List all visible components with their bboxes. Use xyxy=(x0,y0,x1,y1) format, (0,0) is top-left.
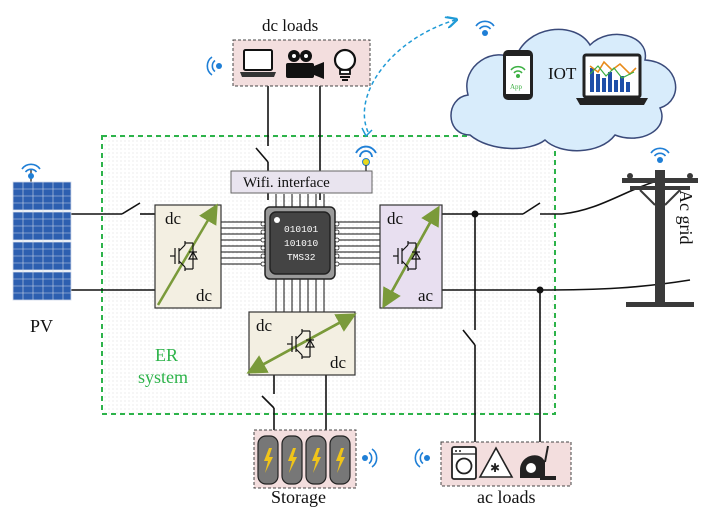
storage-dc-dc-converter xyxy=(246,311,357,376)
pv-panel xyxy=(12,170,72,301)
chip-text-line3: TMS32 xyxy=(287,252,316,263)
storage-converter-top-label: dc xyxy=(256,316,273,335)
grid-converter-bottom-label: ac xyxy=(418,286,434,305)
grid-converter-top-label: dc xyxy=(387,209,404,228)
air-conditioner-icon: ✱ xyxy=(478,446,514,478)
light-bulb-icon xyxy=(333,48,357,81)
pv-converter-bottom-label: dc xyxy=(196,286,213,305)
storage-label: Storage xyxy=(271,487,326,507)
wifi-icon xyxy=(414,448,431,468)
chip-text-line2: 101010 xyxy=(284,238,319,249)
pv-converter-top-label: dc xyxy=(165,209,182,228)
laptop-icon xyxy=(240,49,276,77)
ac-loads-box: ✱ xyxy=(440,441,572,487)
wifi-icon xyxy=(650,147,670,164)
storage-converter-bottom-label: dc xyxy=(330,353,347,372)
wireless-link-arrow xyxy=(363,20,455,133)
vacuum-cleaner-icon xyxy=(520,445,556,480)
svg-text:✱: ✱ xyxy=(490,461,500,475)
pv-label: PV xyxy=(30,316,53,336)
grid-dc-ac-converter xyxy=(379,204,443,309)
utility-pole-icon xyxy=(622,170,698,307)
wifi-icon xyxy=(361,448,378,468)
tms32-controller-chip xyxy=(260,206,340,280)
router-antenna-icon xyxy=(355,145,377,171)
ac-grid-label: Ac grid xyxy=(676,190,696,244)
wifi-interface-label: Wifi. interface xyxy=(243,175,330,191)
junction-node xyxy=(471,210,479,218)
iot-label: IOT xyxy=(548,64,577,83)
wifi-icon xyxy=(475,20,495,37)
wifi-interface-box xyxy=(230,170,373,194)
washing-machine-icon xyxy=(451,446,477,480)
iot-cloud xyxy=(450,28,677,152)
pv-dc-dc-converter xyxy=(154,203,222,309)
video-camera-icon xyxy=(286,50,324,79)
dc-loads-box xyxy=(232,39,371,87)
er-label-line2: system xyxy=(138,367,188,387)
wireless-link-arrowhead xyxy=(361,127,373,138)
junction-node xyxy=(536,286,544,294)
er-label-line1: ER xyxy=(155,345,178,365)
wiring xyxy=(70,86,691,442)
battery-storage xyxy=(253,429,357,489)
dc-loads-label: dc loads xyxy=(262,16,318,35)
monitoring-laptop-icon xyxy=(576,53,648,105)
chip-text-line1: 010101 xyxy=(284,224,319,235)
wifi-icon xyxy=(206,56,223,76)
smartphone-icon xyxy=(503,50,533,100)
app-label: App xyxy=(510,83,523,91)
signal-bus xyxy=(221,194,380,312)
ac-loads-label: ac loads xyxy=(477,487,535,507)
